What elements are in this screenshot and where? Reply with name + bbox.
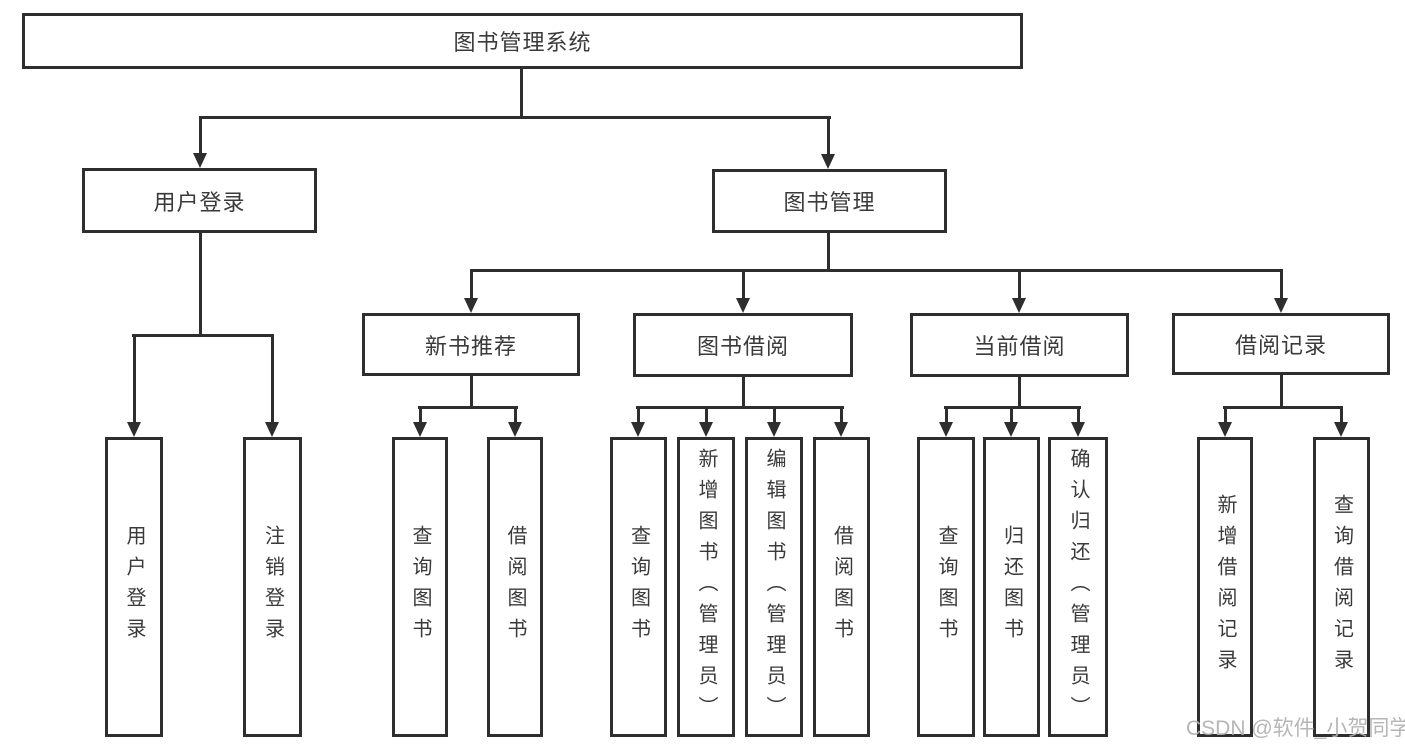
arrow-down-icon (1218, 422, 1232, 437)
connector-new-book-rec-rail (418, 406, 518, 409)
connector-user-login-rail (132, 334, 274, 337)
node-leaf-bb-edit-book: 编辑图书（管理员） (745, 437, 803, 737)
arrow-down-icon (464, 298, 478, 313)
arrow-down-icon (1274, 298, 1288, 313)
connector-level3-rail (470, 269, 1283, 272)
arrow-down-icon (1004, 422, 1018, 437)
connector-drop-leaf (637, 406, 640, 424)
connector-drop-leaf (514, 406, 517, 424)
connector-book-borrow-rail (636, 406, 844, 409)
connector-root-stem (520, 69, 523, 118)
node-leaf-nr-borrow-book: 借阅图书 (487, 437, 543, 737)
arrow-down-icon (413, 422, 427, 437)
connector-drop-leaf (271, 334, 274, 426)
node-leaf-cb-query-book-label: 查询图书 (935, 525, 957, 649)
arrow-down-icon (508, 422, 522, 437)
connector-current-borrow-stem (1018, 377, 1021, 408)
node-leaf-bb-borrow-book-label: 借阅图书 (830, 525, 853, 649)
connector-drop-leaf (1224, 406, 1227, 424)
connector-drop-leaf (945, 406, 948, 424)
connector-borrow-records-stem (1280, 375, 1283, 408)
arrow-down-icon (834, 422, 848, 437)
node-leaf-bb-add-book: 新增图书（管理员） (677, 437, 735, 737)
csdn-watermark: CSDN @软件_小贺同学 (1186, 717, 1405, 740)
arrow-down-icon (939, 422, 953, 437)
node-book-borrow: 图书借阅 (633, 313, 853, 377)
node-leaf-cb-return-book-label: 归还图书 (1000, 525, 1023, 649)
connector-drop-borrow-records (1280, 269, 1283, 301)
node-book-mgmt-label: 图书管理 (783, 190, 876, 215)
connector-drop-book-borrow (742, 269, 745, 301)
arrow-down-icon (699, 422, 713, 437)
node-leaf-bb-query-book: 查询图书 (610, 437, 667, 737)
arrow-down-icon (767, 422, 781, 437)
node-leaf-nr-borrow-book-label: 借阅图书 (504, 525, 526, 649)
connector-drop-leaf (705, 406, 708, 424)
node-new-book-rec: 新书推荐 (362, 313, 580, 376)
node-leaf-bb-add-book-label: 新增图书（管理员） (695, 447, 717, 727)
node-borrow-records: 借阅记录 (1172, 313, 1390, 375)
node-leaf-br-query-record: 查询借阅记录 (1313, 437, 1370, 737)
arrow-down-icon (193, 153, 207, 168)
node-leaf-logout: 注销登录 (243, 437, 302, 737)
node-root: 图书管理系统 (22, 13, 1023, 69)
connector-drop-book-mgmt (827, 116, 830, 156)
arrow-down-icon (1334, 422, 1348, 437)
node-current-borrow-label: 当前借阅 (973, 334, 1066, 359)
connector-drop-leaf (1077, 406, 1080, 424)
node-leaf-br-add-record-label: 新增借阅记录 (1214, 494, 1236, 680)
arrow-down-icon (736, 298, 750, 313)
connector-drop-new-book-rec (470, 269, 473, 301)
connector-drop-user-login (199, 116, 202, 156)
node-leaf-logout-label: 注销登录 (261, 525, 284, 649)
node-user-login-label: 用户登录 (153, 189, 246, 215)
node-leaf-cb-query-book: 查询图书 (917, 437, 975, 737)
connector-book-mgmt-stem (827, 233, 830, 272)
node-leaf-user-login: 用户登录 (105, 437, 163, 737)
node-new-book-rec-label: 新书推荐 (424, 333, 517, 359)
node-book-borrow-label: 图书借阅 (696, 334, 789, 359)
connector-new-book-rec-stem (470, 376, 473, 408)
connector-borrow-records-rail (1223, 406, 1343, 409)
arrow-down-icon (1071, 422, 1085, 437)
node-current-borrow: 当前借阅 (910, 313, 1129, 377)
node-leaf-bb-query-book-label: 查询图书 (627, 525, 650, 649)
connector-drop-leaf (419, 406, 422, 424)
node-leaf-user-login-label: 用户登录 (123, 525, 145, 649)
connector-drop-leaf (840, 406, 843, 424)
node-leaf-bb-edit-book-label: 编辑图书（管理员） (763, 447, 785, 727)
node-leaf-cb-confirm-return-label: 确认归还（管理员） (1067, 447, 1089, 727)
node-leaf-cb-confirm-return: 确认归还（管理员） (1048, 437, 1108, 737)
node-root-label: 图书管理系统 (453, 30, 592, 55)
connector-drop-leaf (1010, 406, 1013, 424)
connector-book-borrow-stem (742, 377, 745, 408)
node-leaf-bb-borrow-book: 借阅图书 (813, 437, 870, 737)
connector-drop-leaf (1340, 406, 1343, 424)
connector-drop-leaf (773, 406, 776, 424)
connector-user-login-stem (199, 233, 202, 337)
node-book-mgmt: 图书管理 (712, 169, 947, 233)
arrow-down-icon (821, 154, 835, 169)
node-leaf-br-query-record-label: 查询借阅记录 (1330, 494, 1353, 680)
arrow-down-icon (631, 422, 645, 437)
node-leaf-nr-query-book-label: 查询图书 (409, 525, 431, 649)
node-leaf-nr-query-book: 查询图书 (392, 437, 448, 737)
arrow-down-icon (265, 422, 279, 437)
node-leaf-cb-return-book: 归还图书 (983, 437, 1040, 737)
node-leaf-br-add-record: 新增借阅记录 (1197, 437, 1253, 737)
arrow-down-icon (1012, 298, 1026, 313)
node-user-login: 用户登录 (82, 168, 317, 233)
connector-level2-rail (199, 116, 831, 119)
arrow-down-icon (127, 422, 141, 437)
connector-drop-current-borrow (1018, 269, 1021, 301)
node-borrow-records-label: 借阅记录 (1234, 333, 1327, 358)
connector-drop-leaf (133, 334, 136, 426)
